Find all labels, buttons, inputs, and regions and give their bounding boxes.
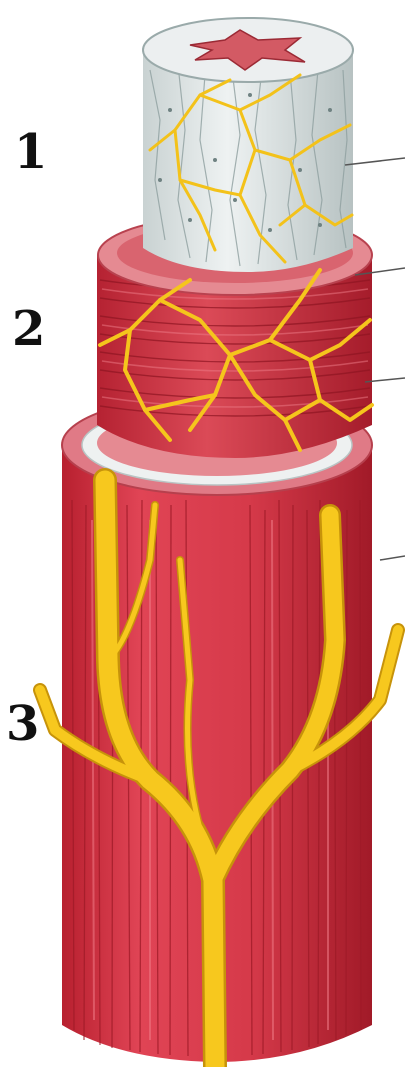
label-2: 2 [12,305,45,353]
label-1: 1 [14,128,47,176]
label-3: 3 [6,700,39,748]
inner-core-body [143,50,353,272]
leader-line-core [345,158,405,165]
leader-line-outer [380,556,405,560]
inner-core [143,18,353,272]
